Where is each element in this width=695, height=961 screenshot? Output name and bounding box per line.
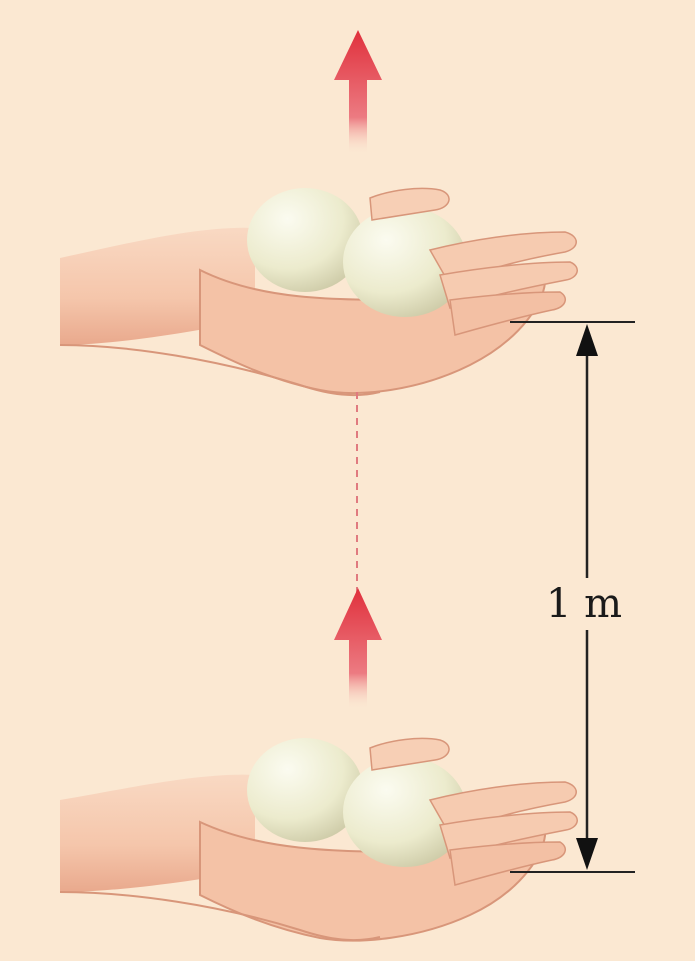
hand-with-eggs-illustration (59, 737, 578, 942)
up-arrow-icon (334, 588, 382, 710)
hand-with-eggs-illustration (59, 187, 578, 397)
up-arrow-icon (334, 30, 382, 155)
dimension-label: 1 m (546, 578, 636, 630)
